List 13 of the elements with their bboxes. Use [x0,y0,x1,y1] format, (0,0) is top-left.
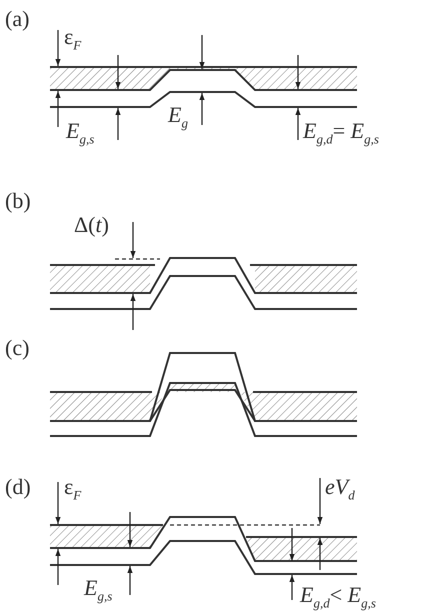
symbol-label: E$_{g}$ [168,104,188,130]
panel-label: (c) [5,337,30,359]
symbol-label: eV$_{d}$ [325,476,355,502]
symbol-label: E$_{g,s}$ [84,577,112,602]
equation-label: E$_{g,d}$< E$_{g,s}$ [300,584,376,610]
equation-label: E$_{g,d}$= E$_{g,s}$ [303,120,379,146]
symbol-label: Δ(t) [74,214,109,236]
panel-label: (a) [5,8,30,30]
symbol-label: ε$_{F}$ [64,26,82,52]
symbol-label: ε$_{F}$ [64,476,82,502]
panel-label: (b) [5,190,31,212]
panel-label: (d) [5,476,31,498]
symbol-label: E$_{g,s}$ [66,120,94,146]
